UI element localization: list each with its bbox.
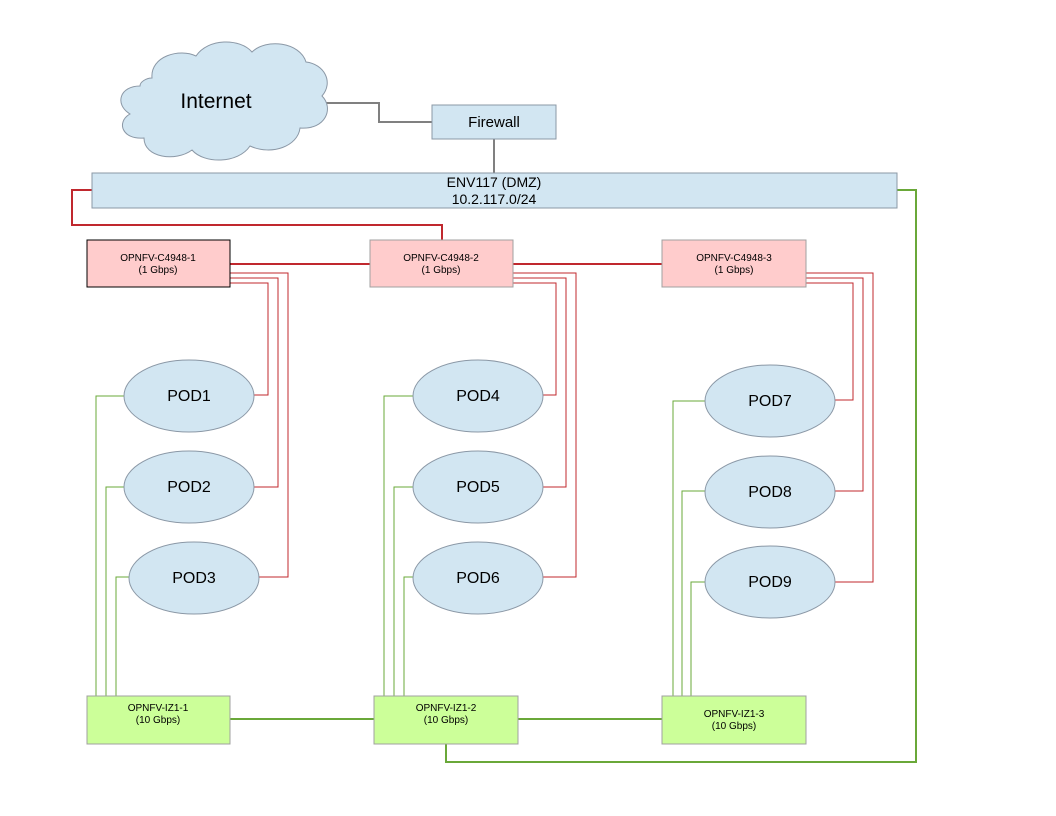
pod-ellipse <box>412 359 544 433</box>
pod8-uplink <box>806 277 864 492</box>
pod-label: POD8 <box>748 484 792 501</box>
internet-cloud: Internet <box>120 41 328 161</box>
pod-ellipse <box>128 541 260 615</box>
switch-name: OPNFV-IZ1-3 <box>704 709 765 720</box>
pod-label: POD5 <box>456 479 500 496</box>
switch-box <box>661 239 807 288</box>
internet-firewall-link <box>326 102 432 123</box>
pod-8: POD8 <box>704 455 836 529</box>
pod-ellipse <box>412 450 544 524</box>
pod-2: POD2 <box>123 450 255 524</box>
pod9-uplink <box>806 272 874 583</box>
pod-label: POD6 <box>456 570 500 587</box>
switch-speed: (10 Gbps) <box>424 715 468 726</box>
switch-speed: (1 Gbps) <box>422 265 461 276</box>
pod9-iz-link <box>690 581 705 696</box>
switch-speed: (1 Gbps) <box>139 265 178 276</box>
pod-7: POD7 <box>704 364 836 438</box>
pod-9: POD9 <box>704 545 836 619</box>
switch-iz1-3: OPNFV-IZ1-3 (10 Gbps) <box>661 695 807 745</box>
switch-name: OPNFV-IZ1-2 <box>416 703 477 714</box>
pod-label: POD9 <box>748 574 792 591</box>
pod7-uplink <box>806 282 854 401</box>
pod-ellipse <box>704 545 836 619</box>
switch-name: OPNFV-IZ1-1 <box>128 703 189 714</box>
switch-name: OPNFV-C4948-2 <box>403 253 479 264</box>
firewall-box <box>431 104 557 140</box>
pod-ellipse <box>123 450 255 524</box>
pod1-uplink <box>230 282 269 396</box>
pod-label: POD3 <box>172 570 216 587</box>
pod-5: POD5 <box>412 450 544 524</box>
pod4-iz-link <box>383 395 413 696</box>
switch-name: OPNFV-C4948-1 <box>120 253 196 264</box>
pod-4: POD4 <box>412 359 544 433</box>
pod-label: POD1 <box>167 388 211 405</box>
switch-speed: (10 Gbps) <box>712 721 756 732</box>
pod5-iz-link <box>393 486 413 696</box>
pod7-iz-link <box>672 400 705 696</box>
switch-speed: (10 Gbps) <box>136 715 180 726</box>
firewall-label: Firewall <box>468 114 520 131</box>
gray-links <box>326 102 495 173</box>
pod-1: POD1 <box>123 359 255 433</box>
pod8-iz-link <box>681 490 705 696</box>
pod1-iz-link <box>95 395 124 696</box>
red-pod-links <box>230 272 874 583</box>
switch-name: OPNFV-C4948-3 <box>696 253 772 264</box>
pod5-uplink <box>513 277 567 488</box>
switch-box <box>661 695 807 745</box>
pod6-iz-link <box>403 576 413 696</box>
switch-box <box>86 239 231 288</box>
pod-3: POD3 <box>128 541 260 615</box>
pod3-uplink <box>230 272 289 578</box>
pod3-iz-link <box>115 576 129 696</box>
pod-label: POD4 <box>456 388 500 405</box>
pod-ellipse <box>704 455 836 529</box>
switch-c4948-2: OPNFV-C4948-2 (1 Gbps) <box>369 239 514 288</box>
internet-label: Internet <box>180 90 251 113</box>
switch-box <box>373 695 519 745</box>
pod-ellipse <box>123 359 255 433</box>
dmz-node: ENV117 (DMZ) 10.2.117.0/24 <box>91 172 898 209</box>
pod-label: POD7 <box>748 393 792 410</box>
cloud-icon <box>120 41 328 161</box>
green-trunk-links <box>230 189 917 763</box>
dmz-c4948-1-link <box>71 189 443 241</box>
red-trunk-links <box>71 189 662 265</box>
switch-c4948-1: OPNFV-C4948-1 (1 Gbps) <box>86 239 231 288</box>
firewall-node: Firewall <box>431 104 557 140</box>
pod-ellipse <box>412 541 544 615</box>
pod2-iz-link <box>105 486 124 696</box>
dmz-label-line2: 10.2.117.0/24 <box>452 191 537 207</box>
switch-speed: (1 Gbps) <box>715 265 754 276</box>
pod-label: POD2 <box>167 479 211 496</box>
pod6-uplink <box>513 272 577 578</box>
pod-6: POD6 <box>412 541 544 615</box>
dmz-label-line1: ENV117 (DMZ) <box>447 174 542 190</box>
pod4-uplink <box>513 282 557 396</box>
switch-iz1-1: OPNFV-IZ1-1 (10 Gbps) <box>86 695 231 745</box>
dmz-iz1-2-link <box>445 189 917 763</box>
pod-ellipse <box>704 364 836 438</box>
switch-iz1-2: OPNFV-IZ1-2 (10 Gbps) <box>373 695 519 745</box>
switch-c4948-3: OPNFV-C4948-3 (1 Gbps) <box>661 239 807 288</box>
pod2-uplink <box>230 277 279 488</box>
switch-box <box>86 695 231 745</box>
dmz-box <box>91 172 898 209</box>
switch-box <box>369 239 514 288</box>
green-pod-links <box>95 395 705 696</box>
